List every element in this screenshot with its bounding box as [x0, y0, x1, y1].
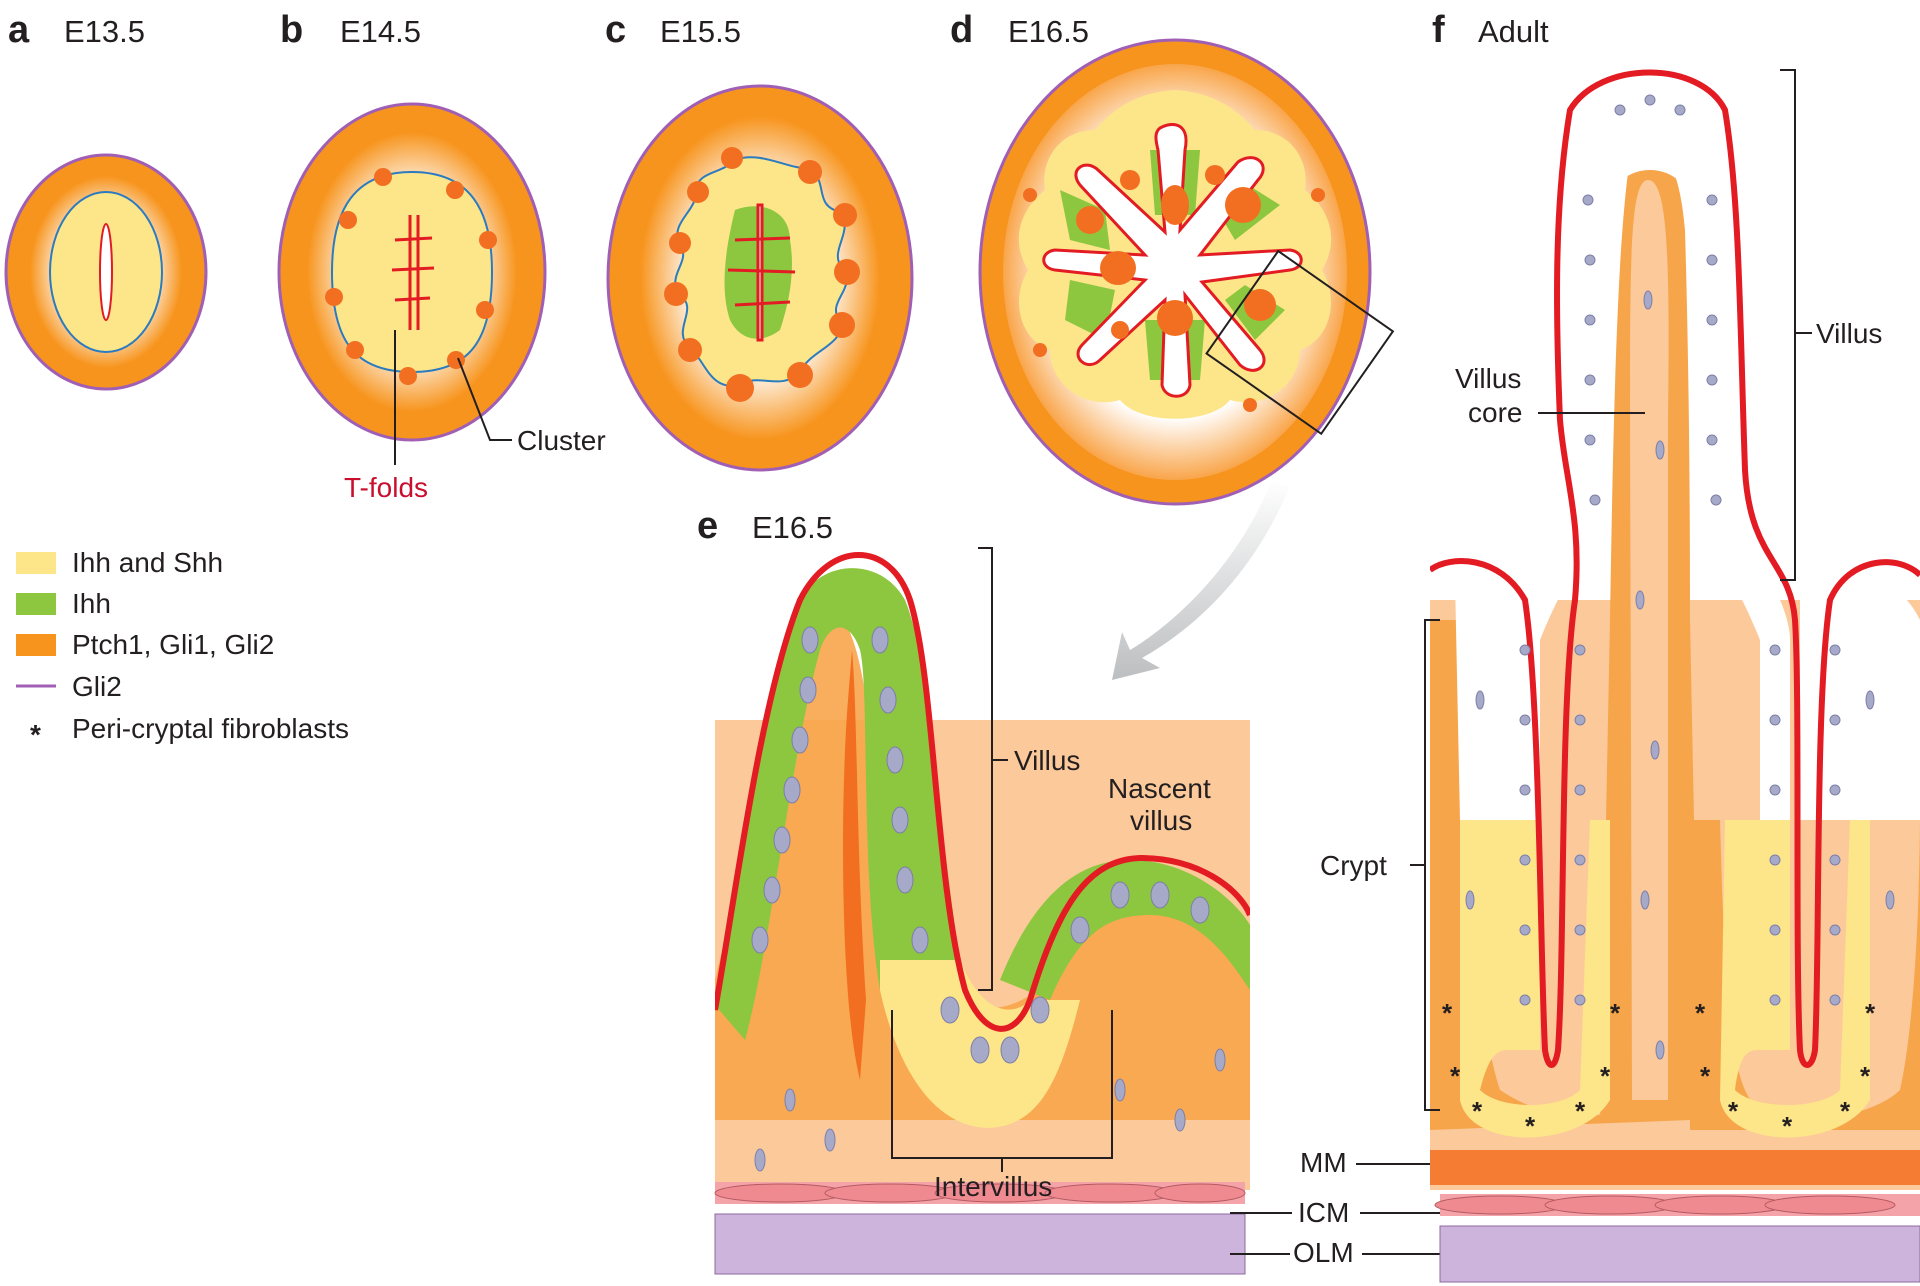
intervillus-label: Intervillus — [934, 1171, 1052, 1202]
epithelial-nuclei-e — [751, 626, 1226, 1172]
asterisk-icon: * — [30, 719, 41, 750]
legend-label-fibroblasts: Peri-cryptal fibroblasts — [72, 713, 349, 744]
olm-label: OLM — [1293, 1237, 1354, 1268]
svg-text:*: * — [1600, 1061, 1611, 1091]
villus-core-label-line1: Villus — [1455, 363, 1521, 394]
svg-text:*: * — [1525, 1111, 1536, 1141]
t-folds-label: T-folds — [344, 472, 428, 503]
mm-layer-f — [1430, 1150, 1920, 1185]
panel-letter-a: a — [8, 9, 30, 51]
pericryptal-fibroblasts: * * * * * * * * * * * * * * — [1442, 998, 1876, 1141]
apical-membrane-f — [1430, 69, 1920, 1068]
svg-text:*: * — [1782, 1111, 1793, 1141]
layer-labels: MM ICM OLM — [1230, 1147, 1440, 1268]
t-fold-lumen — [391, 215, 435, 330]
svg-text:*: * — [1472, 1096, 1483, 1126]
legend-swatch-ihh-shh — [16, 552, 56, 574]
stage-label-e: E16.5 — [752, 510, 833, 545]
legend-swatch-ptch — [16, 634, 56, 656]
nascent-villus-label-line2: villus — [1130, 805, 1192, 836]
nascent-villus-label-line1: Nascent — [1108, 773, 1211, 804]
icm-layer-f — [1434, 1194, 1920, 1216]
crypt-label: Crypt — [1320, 850, 1387, 881]
svg-text:*: * — [1610, 998, 1621, 1028]
svg-text:*: * — [1450, 1061, 1461, 1091]
panel-letter-b: b — [280, 9, 303, 51]
stage-label-b: E14.5 — [340, 14, 421, 49]
svg-text:*: * — [1575, 1096, 1586, 1126]
olm-layer-e — [714, 1213, 1246, 1275]
apical-membrane-e — [715, 552, 1250, 1032]
panel-d: d E16.5 — [950, 9, 1395, 680]
villus-core-label-line2: core — [1468, 397, 1522, 428]
panel-letter-e: e — [697, 505, 718, 547]
panel-a: a E13.5 — [4, 9, 208, 391]
zoom-arrow — [1112, 480, 1290, 680]
villus-label-f: Villus — [1816, 318, 1882, 349]
epithelial-nuclei-f — [1465, 94, 1895, 1060]
svg-text:*: * — [1728, 1096, 1739, 1126]
lumen-a — [99, 223, 113, 321]
legend-label-gli2: Gli2 — [72, 671, 122, 702]
mesenchymal-clusters-c — [664, 147, 860, 402]
mesenchymal-clusters-b — [325, 168, 497, 385]
panel-letter-f: f — [1432, 9, 1445, 51]
icm-label: ICM — [1298, 1197, 1349, 1228]
legend-label-ihh: Ihh — [72, 588, 111, 619]
mm-label: MM — [1300, 1147, 1347, 1178]
icm-layer-e — [714, 1182, 1246, 1204]
svg-text:*: * — [1695, 998, 1706, 1028]
svg-text:*: * — [1865, 998, 1876, 1028]
panel-letter-c: c — [605, 9, 626, 51]
stage-label-d: E16.5 — [1008, 14, 1089, 49]
svg-text:*: * — [1860, 1061, 1871, 1091]
panel-letter-d: d — [950, 9, 973, 51]
panel-b: b E14.5 T-folds Cluster — [277, 9, 606, 503]
mesenchymal-clusters-d — [1023, 165, 1325, 412]
panel-c: c E15.5 — [605, 9, 914, 472]
legend: Ihh and Shh Ihh Ptch1, Gli1, Gli2 Gli2 *… — [16, 547, 349, 750]
intervillus-bracket — [891, 1010, 1113, 1172]
cluster-leader — [457, 357, 512, 441]
svg-text:*: * — [1700, 1061, 1711, 1091]
lumen-c — [727, 203, 796, 342]
panel-f-tissue: * * * * * * * * * * * * * * — [1430, 69, 1920, 1190]
crypt-bracket — [1410, 619, 1440, 1111]
olm-layer-f — [1439, 1225, 1920, 1283]
legend-swatch-ihh — [16, 593, 56, 615]
panel-e-tissue — [715, 552, 1250, 1190]
panel-f: f Adult — [1320, 9, 1920, 1283]
zoom-box-d — [1205, 249, 1395, 436]
stage-label-c: E15.5 — [660, 14, 741, 49]
svg-text:*: * — [1442, 998, 1453, 1028]
svg-text:*: * — [1840, 1096, 1851, 1126]
legend-label-ptch: Ptch1, Gli1, Gli2 — [72, 629, 274, 660]
panel-e: e E16.5 — [697, 505, 1250, 1275]
lumen-d — [1042, 123, 1303, 398]
stage-label-a: E13.5 — [64, 14, 145, 49]
villus-label-e: Villus — [1014, 745, 1080, 776]
cluster-label: Cluster — [517, 425, 606, 456]
villus-bracket-e — [978, 547, 1008, 991]
legend-label-ihh-shh: Ihh and Shh — [72, 547, 223, 578]
villus-bracket-f — [1780, 69, 1812, 581]
stage-label-f: Adult — [1478, 14, 1549, 49]
